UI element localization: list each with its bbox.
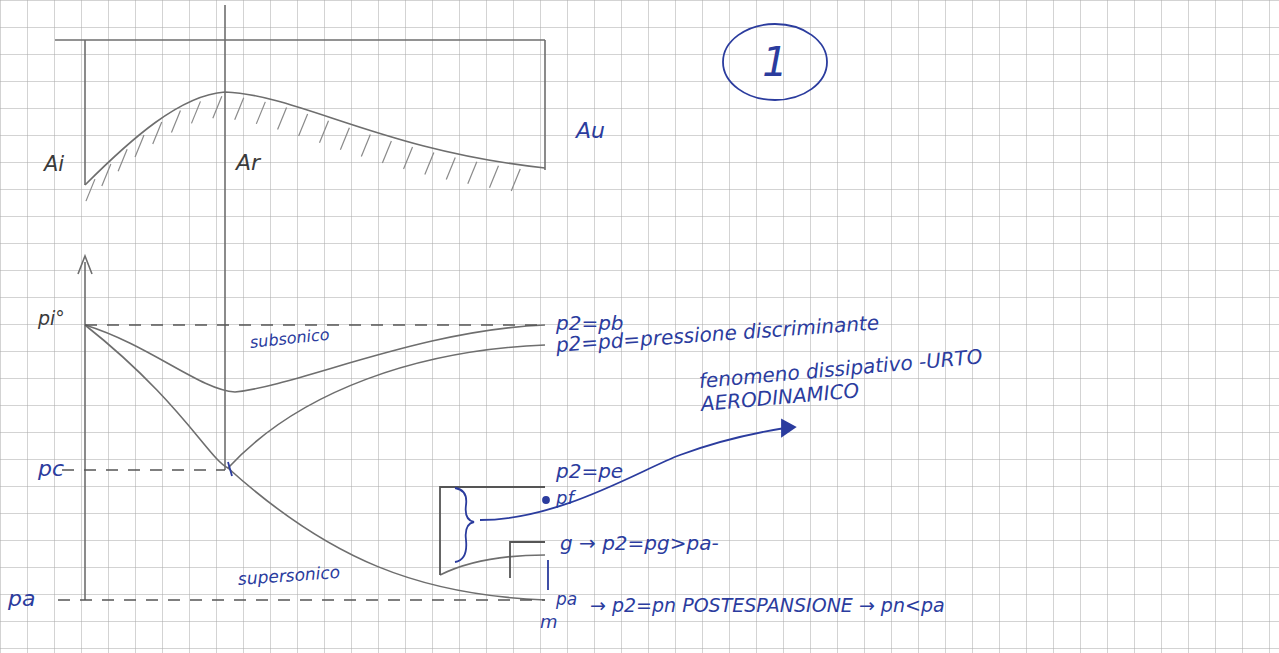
hatch-stroke <box>446 157 455 179</box>
pa-level <box>58 599 545 600</box>
hatch-stroke <box>118 149 127 171</box>
hatch-stroke <box>256 102 265 124</box>
pressure-label: pi° <box>38 308 65 330</box>
tick-g <box>547 560 549 590</box>
hatch-stroke <box>278 108 287 130</box>
hatch-stroke <box>135 135 144 157</box>
callout-number: 1 <box>762 39 787 85</box>
shock-curve <box>440 555 545 575</box>
discriminant-curve <box>85 325 545 468</box>
hatch-stroke <box>102 164 111 186</box>
throat-tick <box>228 462 232 476</box>
hatch-stroke <box>299 114 308 136</box>
point-label: m <box>540 612 558 633</box>
shock-bracket-inner <box>510 542 545 578</box>
hatch-stroke <box>489 166 498 188</box>
pressure-note: → p2=pn POSTESPANSIONE → pn<pa <box>590 595 945 617</box>
leader-line <box>480 428 785 520</box>
area-label: Ar <box>236 150 260 175</box>
curly-brace <box>455 488 474 562</box>
pressure-label: pc <box>38 456 64 481</box>
pressure-note: p2=pe <box>556 460 623 483</box>
p0-level <box>85 324 545 325</box>
pressure-label: pa <box>556 590 577 610</box>
hatch-stroke <box>213 96 222 118</box>
leader-head <box>782 420 795 436</box>
dashed-levels <box>58 325 545 600</box>
pc-level <box>62 469 225 470</box>
hatch-stroke <box>235 98 244 120</box>
area-label: Au <box>576 118 605 143</box>
hatch-stroke <box>191 101 200 123</box>
hatch-stroke <box>320 121 329 143</box>
axis-arrow <box>78 256 92 274</box>
hatch-stroke <box>511 169 520 191</box>
nozzle-axis-top <box>55 39 545 41</box>
shock-bracket <box>440 487 545 575</box>
wall-hatching <box>86 96 520 201</box>
hatch-stroke <box>171 110 180 132</box>
outlet-section <box>544 40 546 170</box>
hatch-stroke <box>340 128 349 150</box>
subsonic-curve <box>85 325 545 392</box>
inlet-section <box>84 40 86 185</box>
nozzle-wall <box>85 92 545 185</box>
supersonic-curve <box>228 468 545 600</box>
hatch-stroke <box>382 141 391 163</box>
ink-lines <box>228 24 827 590</box>
pencil-lines <box>55 5 545 600</box>
pressure-note: pf <box>556 488 574 509</box>
pressure-axis <box>84 262 86 600</box>
hatch-stroke <box>361 135 370 157</box>
pressure-label: pa <box>8 586 35 611</box>
hatch-stroke <box>153 122 162 144</box>
hatch-stroke <box>425 152 434 174</box>
hatch-stroke <box>468 162 477 184</box>
area-label: Ai <box>44 152 64 176</box>
point-f <box>543 497 549 503</box>
throat-section <box>224 5 226 470</box>
pressure-note: g → p2=pg>pa- <box>560 532 719 555</box>
circle-mark <box>723 24 827 100</box>
hatch-stroke <box>86 179 95 201</box>
hatch-stroke <box>404 147 413 169</box>
